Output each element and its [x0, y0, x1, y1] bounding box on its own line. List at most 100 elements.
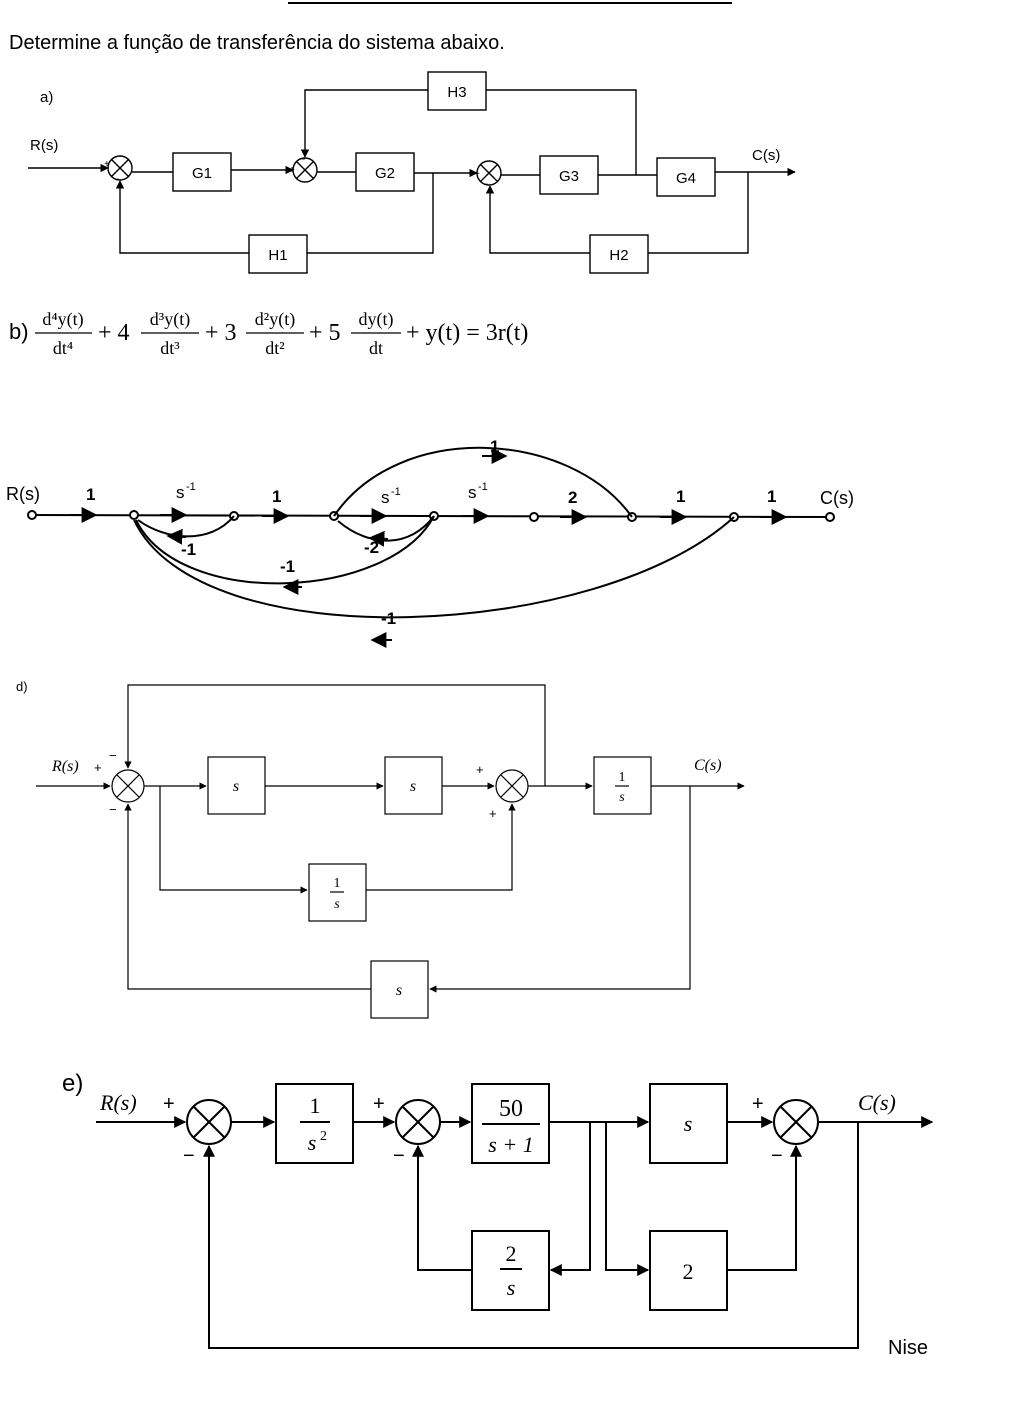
a-block-h2	[589, 234, 649, 274]
e-b1-num: 1	[310, 1093, 321, 1118]
a-h1-label: H1	[268, 247, 287, 264]
gain-top: 1	[490, 437, 499, 456]
d-sum2-plus-bottom: +	[489, 806, 497, 821]
gain-fb-a: -1	[181, 540, 196, 559]
gain-s2-exp: -1	[391, 486, 401, 498]
b-coef-5: + 5	[309, 320, 341, 346]
gain-out1: 1	[676, 487, 685, 506]
a-h2-label: H2	[609, 247, 628, 264]
a-output-label: C(s)	[752, 147, 780, 164]
gain-in: 1	[86, 485, 95, 504]
e-input-label: R(s)	[99, 1090, 137, 1115]
equation-b: b) d⁴y(t) dt⁴ + 4 d³y(t) dt³ + 3 d²y(t) …	[9, 309, 528, 358]
e-b1-exp: 2	[320, 1129, 327, 1144]
gain-fb-c: -1	[280, 557, 295, 576]
a-block-h3	[427, 71, 487, 111]
label-a: a)	[40, 89, 53, 106]
a-sum3-plus: +	[474, 169, 480, 180]
source-credit: Nise	[888, 1337, 928, 1359]
d-sum1-plus: +	[94, 760, 102, 775]
d-sfb-label: s	[396, 982, 402, 999]
e-b2-den: s + 1	[488, 1132, 533, 1157]
a-block-g4	[656, 157, 716, 197]
b-d4-den: dt⁴	[53, 338, 73, 358]
a-input-label: R(s)	[30, 137, 58, 154]
label-e: e)	[62, 1070, 83, 1097]
d-block-inv2	[308, 863, 367, 922]
sfg-output-label: C(s)	[820, 488, 854, 508]
e-sum3-plus: +	[752, 1093, 764, 1115]
gain-fb-b: -2	[364, 538, 379, 557]
d-sum2	[495, 769, 529, 803]
e-sum1	[186, 1099, 232, 1145]
label-b: b)	[9, 319, 29, 344]
e-block-2	[471, 1083, 550, 1164]
e-sum2	[395, 1099, 441, 1145]
d-sum1	[111, 769, 145, 803]
e-block-3	[649, 1083, 728, 1164]
gain-s1: s	[176, 483, 185, 502]
b-d4-num: d⁴y(t)	[42, 309, 83, 330]
b-coef-3: + 3	[205, 320, 237, 346]
e-b3-label: s	[684, 1111, 693, 1136]
e-sum1-plus: +	[163, 1093, 175, 1115]
a-block-h1	[248, 234, 308, 274]
gain-s2: s	[381, 488, 390, 507]
d-s1-label: s	[233, 778, 239, 795]
gain-mid: 1	[272, 487, 281, 506]
signal-flow-graph: R(s) C(s)	[6, 446, 854, 648]
b-d3-den: dt³	[160, 338, 180, 358]
sfg-gain-labels: 1 s -1 1 s -1 s -1 2 1 1 1 -1 -2 -1 -1	[86, 437, 776, 628]
e-sum2-minus: −	[393, 1145, 405, 1167]
diagram-d: d) R(s) C(s) + − − + + s s 1 s 1 s s	[16, 679, 745, 1019]
a-h3-label: H3	[447, 84, 466, 101]
e-b5-label: 2	[683, 1259, 694, 1284]
b-coef-4: + 4	[98, 320, 130, 346]
e-sum1-minus: −	[183, 1145, 195, 1167]
sfg-input-label: R(s)	[6, 484, 40, 504]
a-g1-label: G1	[192, 165, 212, 182]
d-inv2-num: 1	[334, 876, 341, 891]
a-sum1-minus: -	[116, 174, 119, 185]
e-b4-num: 2	[506, 1241, 517, 1266]
d-sum2-plus-top: +	[476, 762, 484, 777]
d-sum1-minus-top: −	[109, 748, 117, 763]
gain-s3: s	[468, 483, 477, 502]
d-inv2-den: s	[334, 897, 340, 912]
gain-s1-exp: -1	[186, 481, 196, 493]
a-g4-label: G4	[676, 170, 696, 187]
b-rhs: + y(t) = 3r(t)	[406, 320, 528, 346]
d-output-label: C(s)	[694, 757, 722, 774]
a-g2-label: G2	[375, 165, 395, 182]
d-inv-den: s	[619, 790, 625, 805]
b-d2-num: d²y(t)	[255, 309, 295, 330]
d-sum1-minus-bottom: −	[109, 802, 117, 817]
d-s2-label: s	[410, 778, 416, 795]
a-g3-label: G3	[559, 168, 579, 185]
e-b4-den: s	[507, 1275, 516, 1300]
a-sum3	[476, 160, 502, 186]
a-sum1	[107, 155, 133, 181]
a-sum3-minus: -	[485, 179, 488, 190]
label-d: d)	[16, 679, 28, 694]
gain-two: 2	[568, 488, 577, 507]
d-inv-num: 1	[619, 770, 626, 785]
e-block-1	[275, 1083, 354, 1164]
diagram-e: e) R(s) C(s) + − + − + − 1 s 2 50 s + 1 …	[62, 1070, 934, 1349]
e-b1-den: s	[308, 1130, 317, 1155]
diagram-a: a) R(s) C(s) + - + - + - G1 G2 G3 G4 H3 …	[28, 71, 796, 274]
e-sum2-plus: +	[373, 1093, 385, 1115]
e-sum3	[773, 1099, 819, 1145]
gain-fb-d: -1	[381, 609, 396, 628]
b-d2-den: dt²	[265, 338, 284, 358]
d-input-label: R(s)	[51, 758, 79, 775]
b-d3-num: d³y(t)	[150, 309, 190, 330]
e-b2-num: 50	[499, 1096, 523, 1122]
e-output-label: C(s)	[858, 1090, 896, 1115]
b-d1-num: dy(t)	[359, 309, 394, 330]
gain-s3-exp: -1	[478, 481, 488, 493]
a-sum2-minus: -	[302, 154, 305, 165]
b-d1-den: dt	[369, 338, 383, 358]
gain-out2: 1	[767, 487, 776, 506]
